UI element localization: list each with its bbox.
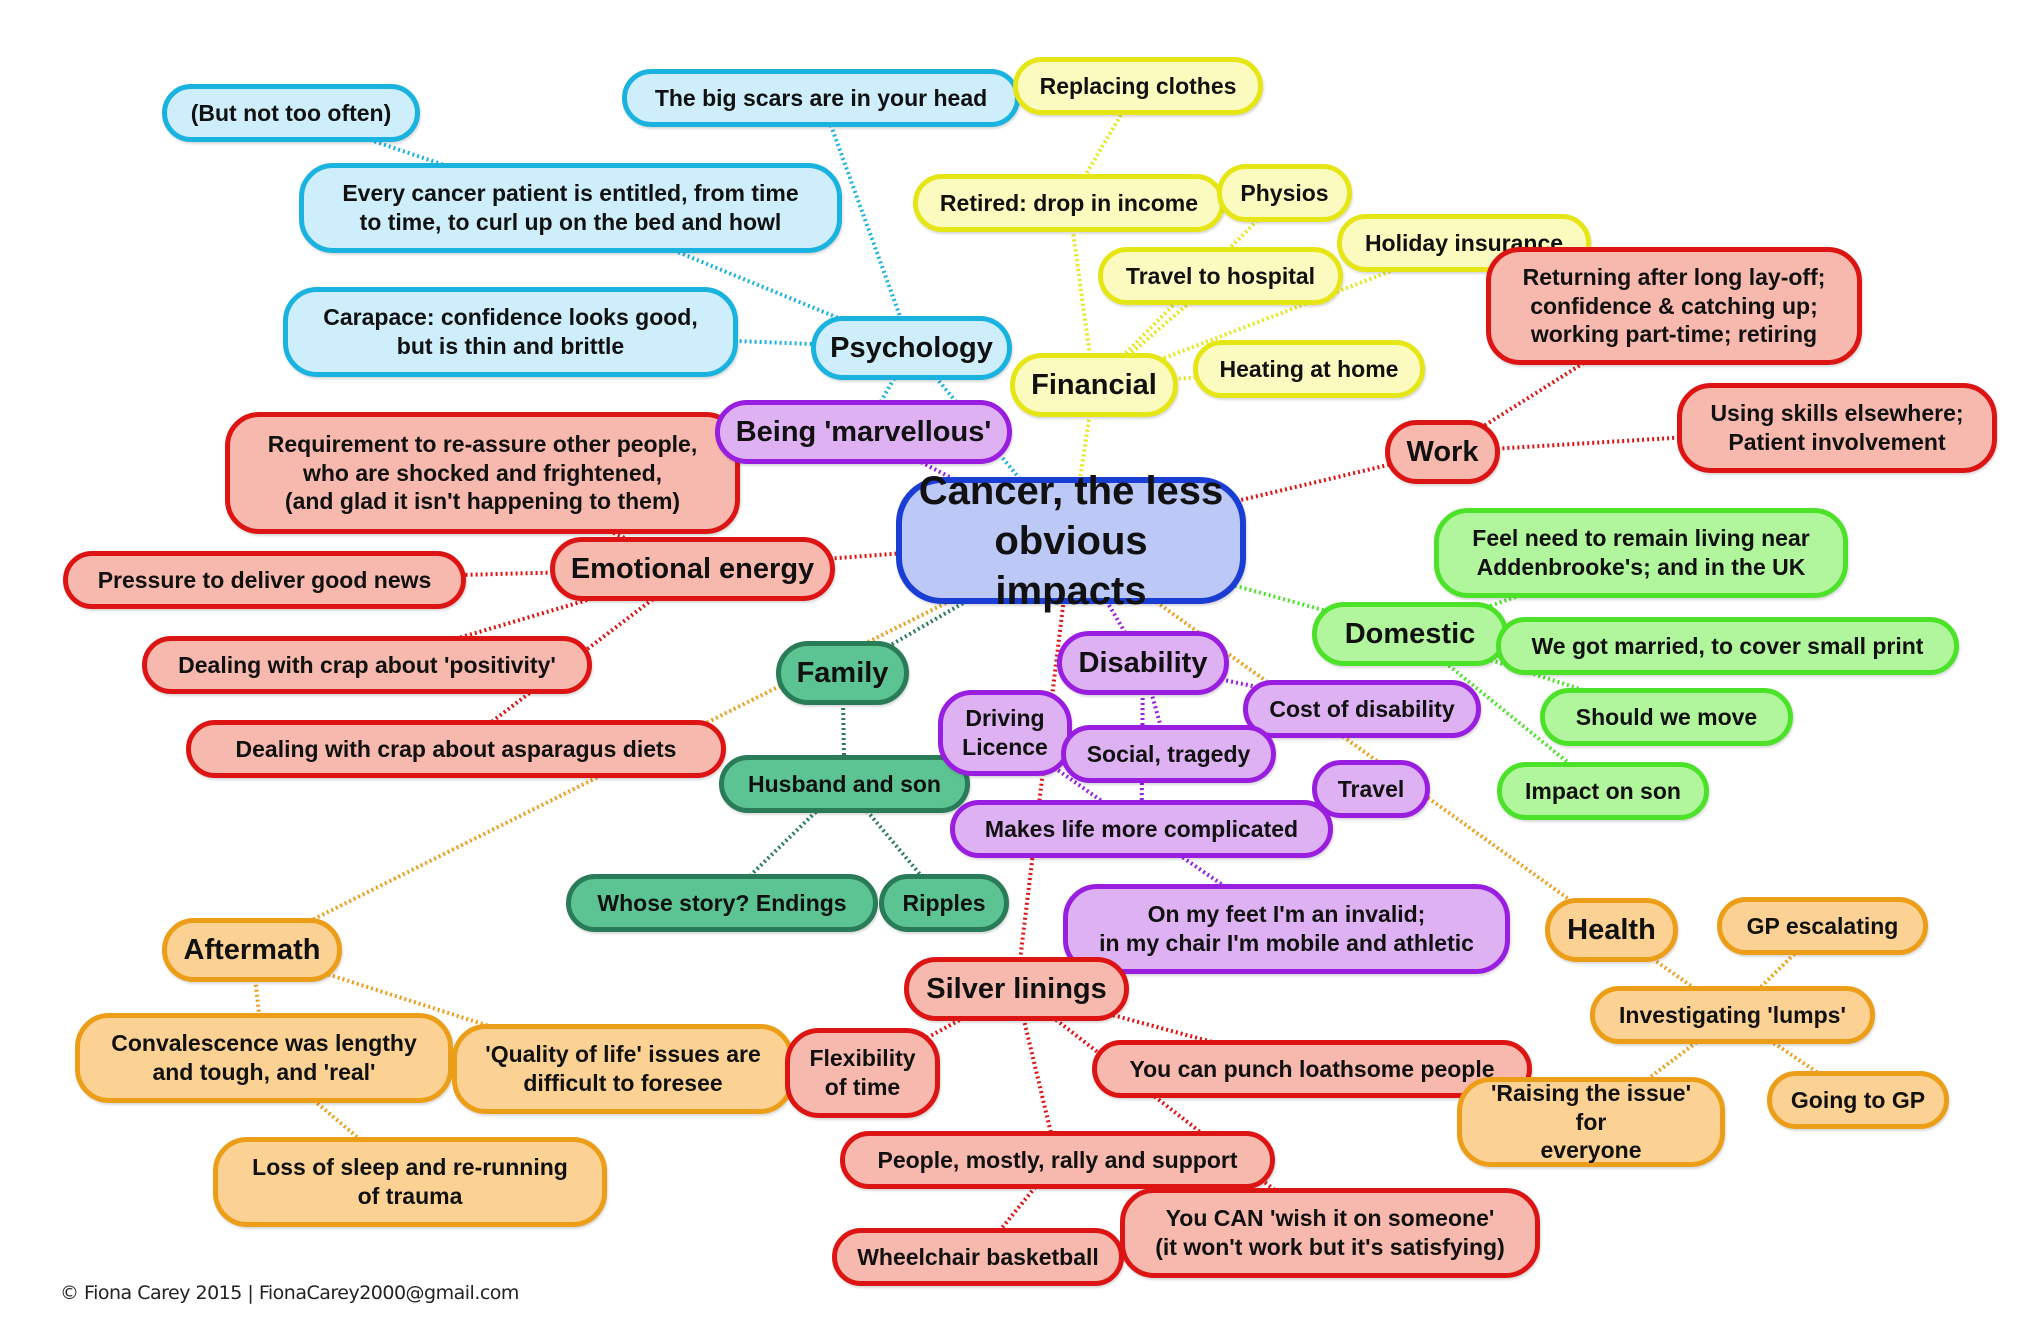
node-driving-licence[interactable]: Driving Licence [938,690,1072,776]
node-raising-issue[interactable]: 'Raising the issue' for everyone [1457,1077,1725,1167]
node-being-marvellous[interactable]: Being 'marvellous' [715,400,1012,464]
node-invalid[interactable]: On my feet I'm an invalid; in my chair I… [1063,884,1510,974]
node-asparagus[interactable]: Dealing with crap about asparagus diets [186,720,726,778]
node-positivity[interactable]: Dealing with crap about 'positivity' [142,636,592,694]
node-curl-up[interactable]: Every cancer patient is entitled, from t… [299,163,842,253]
node-addenbrookes[interactable]: Feel need to remain living near Addenbro… [1434,508,1848,598]
node-emotional-energy[interactable]: Emotional energy [550,537,835,601]
node-ripples[interactable]: Ripples [879,874,1009,932]
node-aftermath[interactable]: Aftermath [162,918,342,982]
connector-center-domestic [1070,538,1411,636]
node-carapace[interactable]: Carapace: confidence looks good, but is … [283,287,738,377]
central-topic[interactable]: Cancer, the less obvious impacts [896,469,1246,613]
node-rally[interactable]: People, mostly, rally and support [840,1131,1275,1189]
node-going-to-gp[interactable]: Going to GP [1767,1071,1949,1129]
node-reassure[interactable]: Requirement to re-assure other people, w… [225,412,740,534]
node-using-skills[interactable]: Using skills elsewhere; Patient involvem… [1677,383,1997,473]
connector-psychology-big_scars [819,97,914,349]
node-should-move[interactable]: Should we move [1540,688,1793,746]
node-family[interactable]: Family [776,641,909,705]
connector-husband_son-whose_story [720,782,846,905]
node-travel[interactable]: Travel [1312,760,1430,818]
node-retired[interactable]: Retired: drop in income [913,174,1225,232]
node-husband-son[interactable]: Husband and son [719,755,970,813]
node-social-tragedy[interactable]: Social, tragedy [1061,725,1276,783]
node-gp-escalating[interactable]: GP escalating [1717,897,1928,955]
node-travel-hospital[interactable]: Travel to hospital [1098,247,1343,305]
node-cost-disability[interactable]: Cost of disability [1243,680,1481,738]
node-health[interactable]: Health [1545,898,1678,962]
node-investigating-lumps[interactable]: Investigating 'lumps' [1590,986,1875,1044]
node-flexibility[interactable]: Flexibility of time [785,1028,940,1118]
node-work[interactable]: Work [1385,420,1500,484]
copyright-footer: © Fiona Carey 2015 | FionaCarey2000@gmai… [60,1282,519,1304]
connector-center-work [1070,450,1443,543]
node-whose-story[interactable]: Whose story? Endings [566,874,878,932]
node-returning[interactable]: Returning after long lay-off; confidence… [1486,247,1862,365]
node-quality-of-life[interactable]: 'Quality of life' issues are difficult t… [452,1024,794,1114]
node-complicated[interactable]: Makes life more complicated [950,800,1333,858]
node-convalescence[interactable]: Convalescence was lengthy and tough, and… [75,1013,453,1103]
node-domestic[interactable]: Domestic [1312,602,1508,666]
node-financial[interactable]: Financial [1010,353,1178,417]
node-silver-linings[interactable]: Silver linings [904,957,1129,1021]
node-basketball[interactable]: Wheelchair basketball [832,1228,1124,1286]
connector-center-health [1069,538,1613,932]
node-psychology[interactable]: Psychology [811,316,1012,380]
connector-work-using_skills [1442,426,1838,454]
node-married[interactable]: We got married, to cover small print [1496,617,1959,675]
node-disability[interactable]: Disability [1057,631,1229,695]
node-wish[interactable]: You CAN 'wish it on someone' (it won't w… [1120,1188,1540,1278]
connector-family-husband_son [840,672,847,785]
node-big-scars[interactable]: The big scars are in your head [622,69,1020,127]
node-pressure[interactable]: Pressure to deliver good news [63,551,466,609]
node-loss-of-sleep[interactable]: Loss of sleep and re-running of trauma [213,1137,607,1227]
node-impact-son[interactable]: Impact on son [1497,762,1709,820]
node-heating[interactable]: Heating at home [1193,340,1425,398]
node-not-too-often[interactable]: (But not too often) [162,84,420,142]
node-physios[interactable]: Physios [1217,164,1352,222]
node-replacing-clothes[interactable]: Replacing clothes [1013,57,1263,115]
node-punch[interactable]: You can punch loathsome people [1092,1040,1532,1098]
